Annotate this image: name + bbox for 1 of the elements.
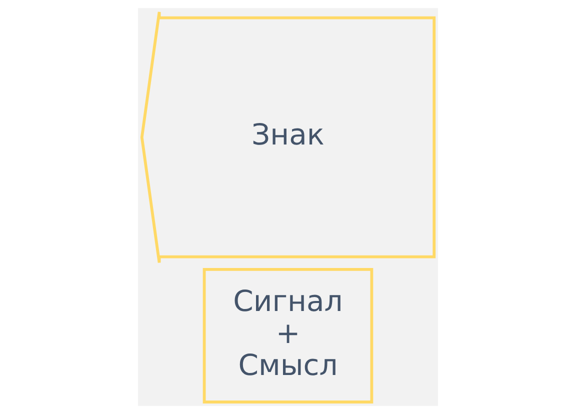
node-box: Сигнал + Смысл bbox=[202, 268, 374, 404]
